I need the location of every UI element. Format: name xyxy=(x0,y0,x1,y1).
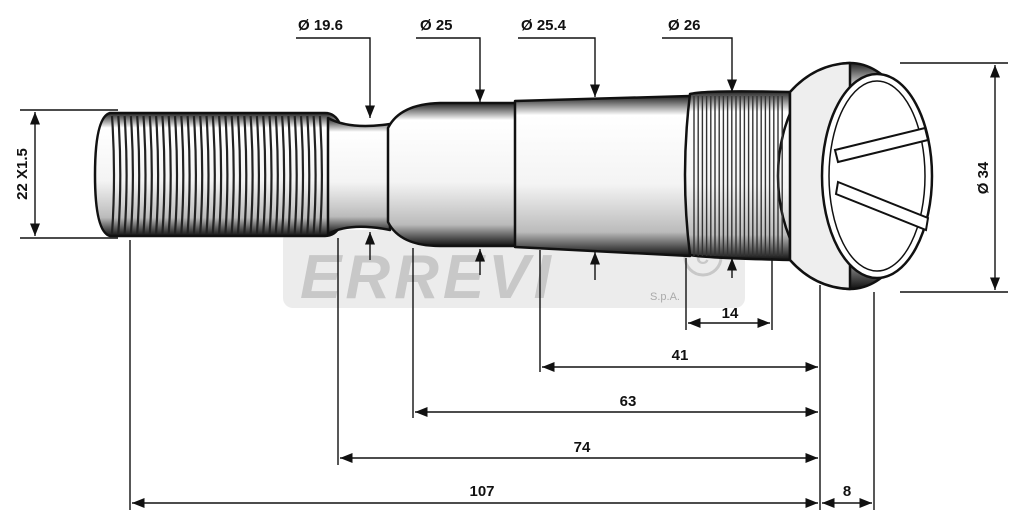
thread-groove xyxy=(155,115,160,235)
label-dia-25: Ø 25 xyxy=(420,17,453,34)
thread-groove xyxy=(249,115,254,235)
thread-groove xyxy=(224,115,229,235)
dimension-labels: Ø 19.6 Ø 25 Ø 25.4 Ø 26 Ø 34 22 X1.5 14 … xyxy=(14,17,992,500)
label-length-14: 14 xyxy=(722,305,739,322)
thread-groove xyxy=(161,115,166,235)
thread-groove xyxy=(281,115,286,235)
thread-groove xyxy=(129,115,134,235)
thread-groove xyxy=(274,115,279,235)
thread-grooves xyxy=(110,115,323,235)
label-thread: 22 X1.5 xyxy=(14,148,31,200)
dimension-lines xyxy=(20,37,1008,510)
label-length-74: 74 xyxy=(574,439,591,456)
label-length-63: 63 xyxy=(620,393,637,410)
label-length-8: 8 xyxy=(843,483,851,500)
label-dia-25-4: Ø 25.4 xyxy=(521,17,567,34)
thread-groove xyxy=(236,115,242,235)
thread-groove xyxy=(205,115,210,235)
label-dia-19-6: Ø 19.6 xyxy=(298,17,343,34)
thread-groove xyxy=(186,115,191,235)
thread-groove xyxy=(117,115,122,235)
thread-groove xyxy=(167,115,172,235)
stud-body xyxy=(93,61,934,291)
thread-groove xyxy=(262,115,267,235)
thread-groove xyxy=(268,115,273,235)
thread-groove xyxy=(180,115,185,235)
thread-groove xyxy=(299,115,305,235)
head-slot xyxy=(833,126,930,232)
label-head-diameter: Ø 34 xyxy=(975,161,992,194)
thread-groove xyxy=(255,115,260,235)
label-length-107: 107 xyxy=(469,483,494,500)
thread-groove xyxy=(230,115,235,235)
thread-groove xyxy=(192,115,197,235)
thread-groove xyxy=(136,115,141,235)
thread-groove xyxy=(110,115,116,235)
thread-groove xyxy=(173,115,179,235)
thread-groove xyxy=(211,115,216,235)
thread-groove xyxy=(148,115,153,235)
thread-groove xyxy=(306,115,311,235)
label-length-41: 41 xyxy=(672,347,689,364)
label-dia-26: Ø 26 xyxy=(668,17,701,34)
thread-groove xyxy=(123,115,128,235)
thread-groove xyxy=(318,115,323,235)
watermark-suffix: S.p.A. xyxy=(650,291,680,303)
thread-groove xyxy=(218,115,223,235)
thread-groove xyxy=(312,115,317,235)
thread-groove xyxy=(293,115,298,235)
knurl-lines xyxy=(693,96,783,256)
thread-groove xyxy=(287,115,292,235)
thread-groove xyxy=(142,115,147,235)
watermark-brand: ERREVI xyxy=(300,243,555,312)
thread-groove xyxy=(199,115,204,235)
thread-groove xyxy=(243,115,248,235)
